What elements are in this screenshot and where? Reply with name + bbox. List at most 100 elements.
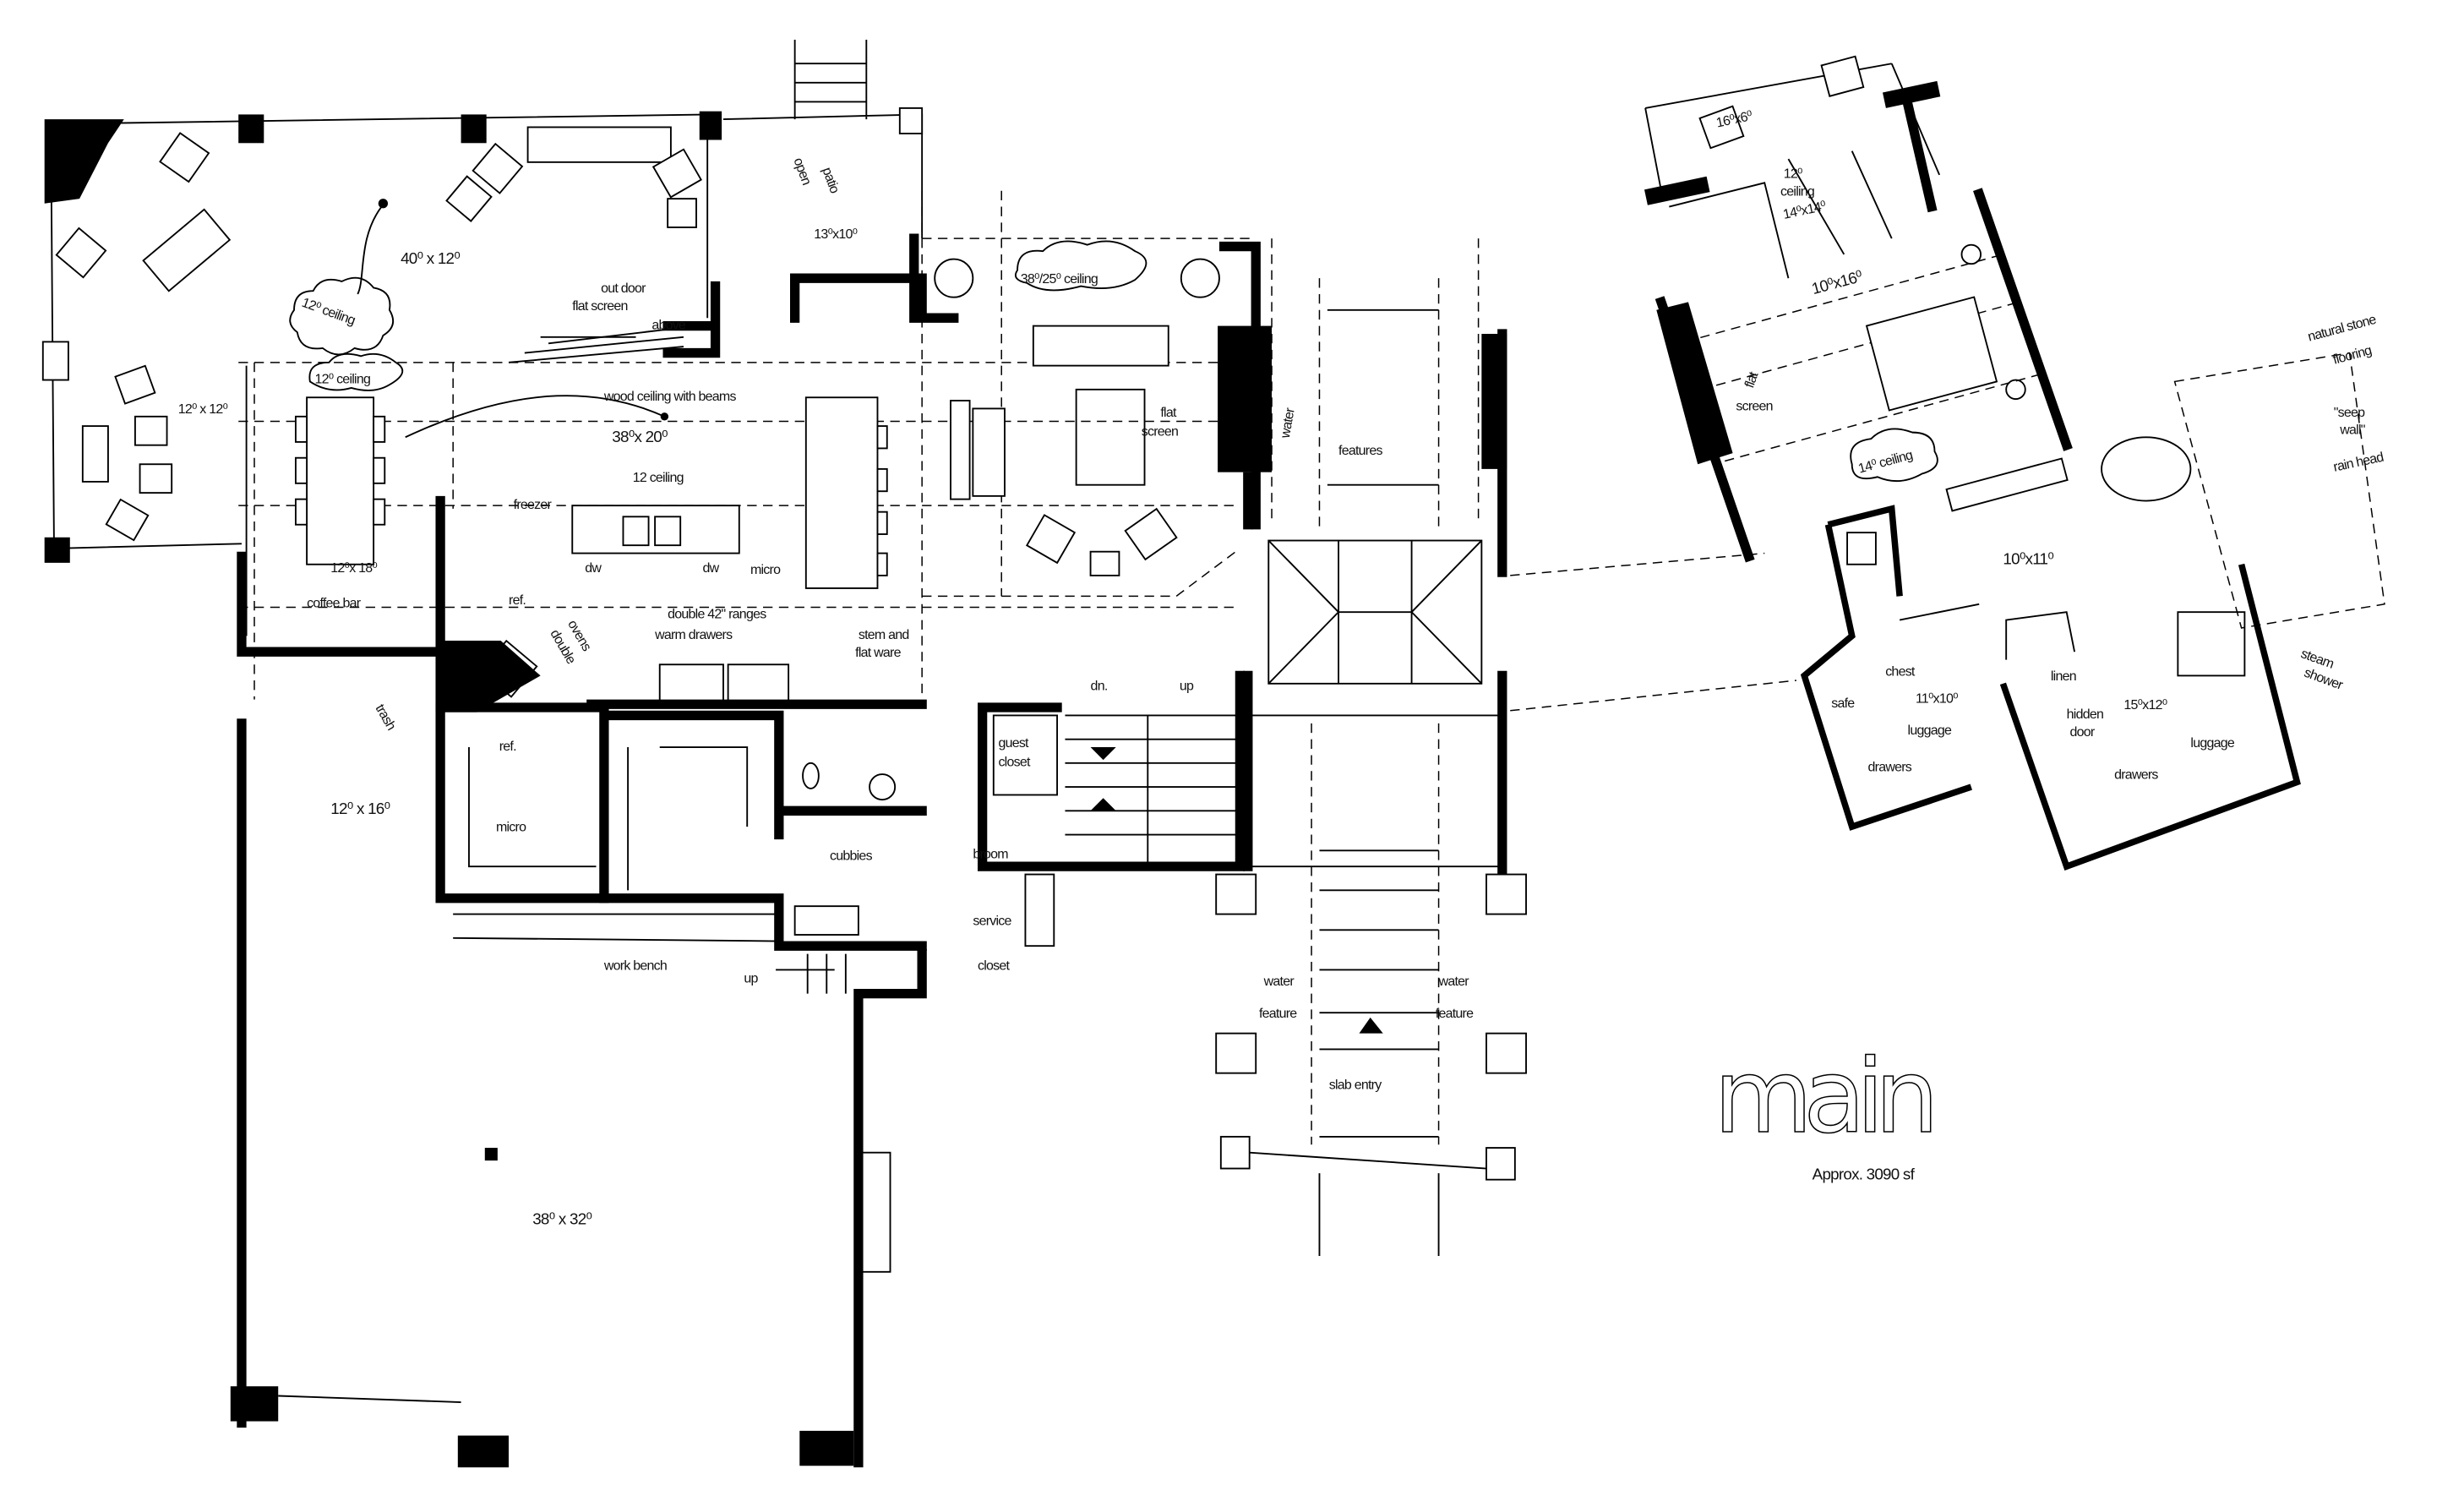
- sofa: [1032, 325, 1169, 367]
- sofa: [142, 208, 232, 292]
- ottoman: [1089, 550, 1120, 576]
- table: [81, 425, 109, 483]
- water-features-label: water: [1278, 407, 1298, 440]
- approx-area: Approx. 3090 sf: [1813, 1166, 1916, 1183]
- closet1-size: 11⁰x10⁰: [1916, 691, 1958, 706]
- great-room-ceiling: 12 ceiling: [633, 471, 684, 485]
- patio-name: open: [791, 156, 814, 187]
- stairs-up-label: up: [1180, 679, 1194, 693]
- fireplace: [1218, 325, 1273, 472]
- rug: [1075, 388, 1146, 486]
- safe-label: safe: [1831, 696, 1855, 711]
- guest-closet-label: closet: [998, 756, 1031, 770]
- ceiling-cloud: [1014, 240, 1148, 292]
- fireplace: [44, 119, 124, 204]
- bench: [793, 905, 859, 936]
- chest-label: chest: [1885, 664, 1916, 679]
- coffee-bar-label: coffee bar: [307, 597, 362, 611]
- steam-shower-label: steam: [2299, 647, 2336, 672]
- fire-table: [526, 126, 672, 163]
- chair: [159, 132, 210, 183]
- ref-label: ref.: [509, 593, 526, 608]
- chair: [114, 364, 156, 405]
- chair: [472, 142, 524, 194]
- master-tv-label: flat: [1742, 369, 1762, 390]
- freezer-label: freezer: [514, 498, 553, 512]
- mud-up-label: up: [744, 971, 758, 986]
- stem-label: flat ware: [855, 646, 901, 660]
- chair: [55, 227, 107, 279]
- water-feature-label: water: [1438, 975, 1470, 989]
- outdoor-steps: [508, 326, 684, 363]
- covered-porch: 40⁰ x 12⁰ 12⁰ ceiling 12⁰ x 12⁰ out door…: [41, 111, 722, 563]
- sitting-size: 14⁰x14⁰: [1782, 199, 1828, 222]
- pantry-size: 12⁰ x 16⁰: [330, 800, 390, 817]
- seep-wall-label: "seep: [2334, 406, 2365, 420]
- ceiling-cloud: [289, 276, 395, 356]
- walls: [230, 233, 1507, 1468]
- chair: [1025, 514, 1077, 565]
- master-ceiling: 14⁰ ceiling: [1856, 448, 1914, 476]
- chair: [651, 148, 702, 199]
- service-closet: [1024, 873, 1055, 947]
- water-feature-label: water: [1263, 975, 1295, 989]
- chair: [105, 498, 150, 542]
- cubbies-label: cubbies: [830, 849, 873, 864]
- porch-post: [461, 114, 487, 144]
- closet2-size: 15⁰x12⁰: [2123, 698, 2167, 713]
- guest-closet-label: guest: [998, 736, 1029, 751]
- plan-title-block: main Approx. 3090 sf: [1713, 1038, 1941, 1183]
- water-features-label: features: [1338, 444, 1382, 458]
- water-feature-label: feature: [1259, 1007, 1297, 1021]
- garage-size: 38⁰ x 32⁰: [532, 1209, 591, 1227]
- master-tv-label: screen: [1736, 399, 1772, 413]
- patio-size: 13⁰x10⁰: [814, 227, 857, 242]
- bedroom-size: 10⁰x16⁰: [1810, 267, 1865, 298]
- ceiling-note: wood ceiling with beams: [603, 390, 737, 404]
- great-room: 12⁰ ceiling 12⁰x 18⁰ coffee bar wood cei…: [238, 190, 1240, 733]
- dining-ceiling: 12⁰ ceiling: [314, 372, 370, 386]
- garage-bay: [858, 1151, 891, 1273]
- closet-label: closet: [978, 958, 1011, 973]
- ceiling-cloud: [308, 352, 404, 391]
- work-bench-label: work bench: [603, 958, 667, 973]
- outdoor-tv-note: above: [651, 318, 686, 332]
- bath-size: 10⁰x11⁰: [2003, 550, 2053, 568]
- dw-label: dw: [585, 561, 602, 576]
- steam-shower: [2177, 611, 2246, 677]
- sofa: [972, 407, 1006, 497]
- pantry-ref-label: ref.: [499, 740, 516, 754]
- sitting-ceiling: 12⁰: [1784, 167, 1802, 182]
- closet1-luggage: luggage: [1908, 723, 1952, 738]
- warm-drawers-label: warm drawers: [654, 628, 733, 642]
- chair: [445, 175, 493, 222]
- pantry-micro-label: micro: [496, 821, 526, 835]
- closet2-luggage: luggage: [2190, 736, 2234, 751]
- lamp: [1180, 258, 1220, 298]
- stem-label: stem and: [859, 628, 909, 642]
- closet2-drawers: drawers: [2114, 768, 2158, 783]
- living-tv-label: flat: [1160, 406, 1177, 420]
- stone-flooring-label: natural stone: [2306, 313, 2378, 345]
- porch-ceiling: 12⁰ ceiling: [300, 296, 357, 328]
- foyer: [1267, 539, 1483, 685]
- broom-label: broom: [973, 848, 1008, 862]
- dining-table: [306, 396, 375, 565]
- service-label: service: [973, 915, 1011, 929]
- pantry-mudroom: 12⁰ x 16⁰ ref. micro cubbies guest close…: [330, 714, 1058, 1227]
- bed: [1865, 296, 1998, 412]
- chair: [139, 463, 173, 494]
- tub: [2101, 436, 2192, 502]
- porch-post: [699, 111, 722, 140]
- trash-label: trash: [373, 702, 399, 733]
- ranges-label: double 42" ranges: [668, 608, 766, 622]
- linen-label: linen: [2051, 669, 2076, 684]
- steam-shower-label: shower: [2302, 666, 2345, 694]
- open-patio: open patio 13⁰x10⁰: [722, 40, 927, 323]
- stone-flooring-label: flooring: [2331, 343, 2373, 367]
- living-room: 38⁰/25⁰ ceiling flat screen: [922, 238, 1257, 598]
- hidden-door-label: hidden: [2067, 707, 2103, 722]
- stairs-down-label: dn.: [1091, 679, 1108, 693]
- range: [727, 663, 790, 707]
